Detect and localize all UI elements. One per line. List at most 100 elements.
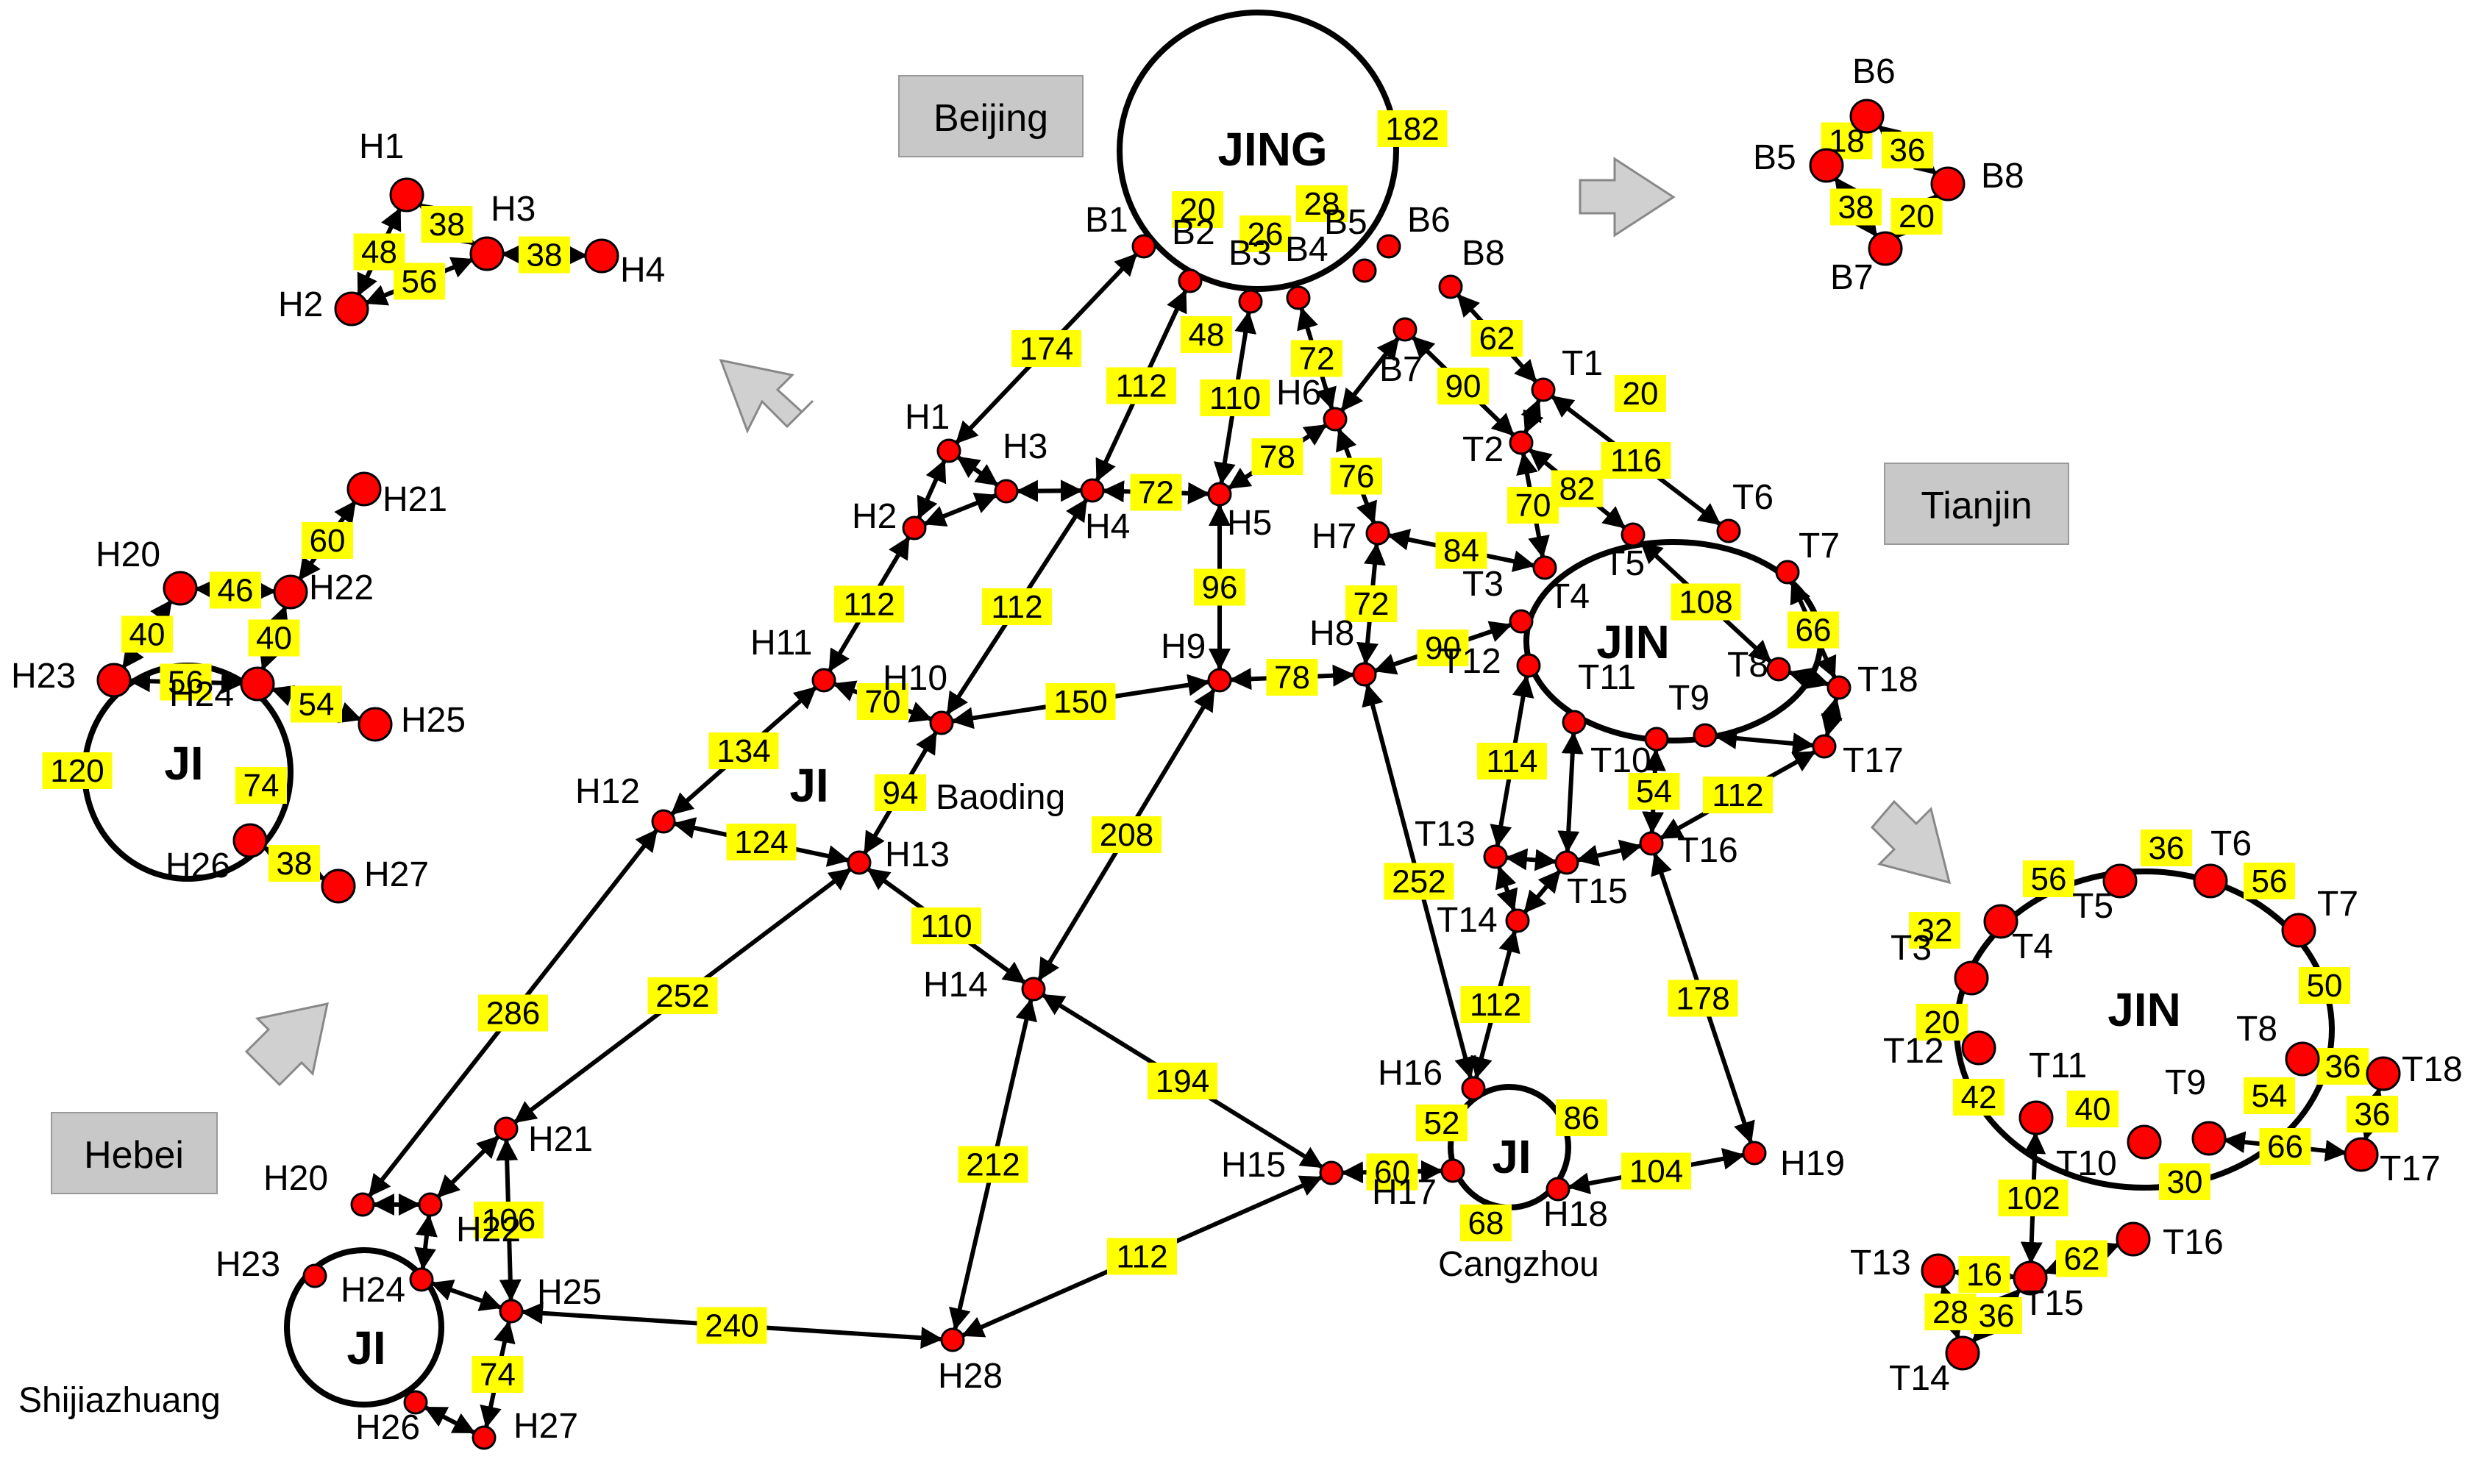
node-circle-iH4 xyxy=(584,238,619,274)
node-T4: T4 xyxy=(1532,555,1590,616)
node-label-iH27: H27 xyxy=(364,855,429,894)
node-label-H26: H26 xyxy=(355,1408,420,1447)
node-circle-iH20 xyxy=(163,571,198,606)
loop-weight-iT3T12-text: 20 xyxy=(1924,1005,1960,1041)
edge-weight-T16-H19: 178 xyxy=(1668,980,1738,1017)
node-label-H22: H22 xyxy=(456,1210,521,1249)
edge-weight-iH23-iH24-text: 56 xyxy=(168,665,204,701)
loop-weight-iT9T8-text: 54 xyxy=(2252,1078,2288,1114)
region-label-tianjin: Tianjin xyxy=(1921,485,2032,527)
loop-weight-H24H26-bg xyxy=(235,767,287,804)
edge-weight-H13-H21: 252 xyxy=(647,977,718,1014)
node-circle-iB7 xyxy=(1868,231,1903,266)
loop-weight-B2B3: 48 xyxy=(1181,316,1232,353)
edge-weight-iT18-iT17: 36 xyxy=(2347,1096,2398,1132)
edge-weight-B7-T2-text: 90 xyxy=(1445,368,1481,404)
node-circle-H17 xyxy=(1440,1158,1465,1183)
region-label-hebei: Hebei xyxy=(84,1134,184,1177)
node-circle-H22 xyxy=(418,1192,443,1217)
edge-weight-H28-H15-text: 112 xyxy=(1116,1239,1167,1275)
node-H15: H15 xyxy=(1221,1146,1344,1185)
edge-weight-H5-H6-text: 78 xyxy=(1259,439,1295,475)
edge-weight-H4-H10-bg xyxy=(982,588,1052,625)
node-circle-B4 xyxy=(1286,285,1311,310)
node-label-B6: B6 xyxy=(1407,201,1451,240)
node-iB6: B6 xyxy=(1849,52,1896,134)
node-iT9: T9 xyxy=(2165,1063,2227,1156)
edge-weight-H21-H25: 106 xyxy=(474,1202,544,1238)
node-label-T16: T16 xyxy=(1677,831,1738,870)
loop-weight-B8T1-bg xyxy=(1615,375,1666,412)
node-label-H28: H28 xyxy=(938,1357,1003,1396)
edge-H22-H21 xyxy=(437,1135,499,1198)
edge-weight-T2-T4: 70 xyxy=(1507,487,1559,524)
edge-weight-B3-H5: 110 xyxy=(1200,379,1270,416)
node-circle-iH22 xyxy=(273,574,308,610)
node-circle-iT8 xyxy=(2285,1041,2320,1077)
edge-weight-H12-H13: 124 xyxy=(726,824,797,860)
node-iT5: T5 xyxy=(2072,863,2138,926)
edge-weight-T7-T18-text: 66 xyxy=(1796,613,1832,649)
node-label-H17: H17 xyxy=(1372,1173,1437,1212)
edge-weight-iH24-iH25: 54 xyxy=(291,685,342,723)
edge-weight-H18-H19: 104 xyxy=(1621,1152,1691,1190)
edge-weight-B1-H1-bg xyxy=(1011,330,1081,367)
node-circle-T8 xyxy=(1766,657,1791,682)
region-box-tianjin xyxy=(1884,463,2069,545)
node-H17: H17 xyxy=(1372,1158,1465,1212)
edge-T13-T14 xyxy=(1495,866,1518,912)
node-H6: H6 xyxy=(1276,374,1348,432)
ji-sjz-loop xyxy=(284,1247,444,1408)
edge-weight-H11-H12-text: 134 xyxy=(716,733,770,769)
edge-weight-H4-H5: 72 xyxy=(1130,474,1182,511)
node-T12: T12 xyxy=(1440,642,1541,681)
edge-weight-iT8-iT18-text: 36 xyxy=(2325,1049,2361,1085)
circle-label-jing: JING xyxy=(1217,123,1327,176)
node-circle-H9 xyxy=(1207,668,1232,693)
node-H22: H22 xyxy=(418,1192,521,1249)
node-label-iH22: H22 xyxy=(309,568,374,607)
edge-weight-B7-T2: 90 xyxy=(1437,368,1489,404)
region-box-hebei xyxy=(51,1112,218,1194)
edge-weight-H4-H5-text: 72 xyxy=(1138,475,1174,511)
edge-weight-T16-T17-text: 112 xyxy=(1712,777,1763,813)
edge-weight-iH22-iH21: 60 xyxy=(302,522,353,559)
node-iT8: T8 xyxy=(2236,1010,2320,1077)
node-H11: H11 xyxy=(750,624,836,693)
edge-weight-H14-H28-text: 212 xyxy=(966,1147,1020,1183)
node-label-iT10: T10 xyxy=(2056,1144,2117,1183)
edge-weight-iH1-iH2-text: 48 xyxy=(361,235,397,271)
edge-weight-H8-H16: 252 xyxy=(1384,863,1454,900)
edge-weight-B4-H6-text: 72 xyxy=(1299,341,1335,377)
edge-weight-T7-T18: 66 xyxy=(1788,611,1839,649)
node-label-iB5: B5 xyxy=(1753,138,1796,177)
node-label-iH3: H3 xyxy=(491,190,536,229)
node-label-H11: H11 xyxy=(750,624,813,663)
node-circle-H3 xyxy=(994,479,1019,504)
node-iB7: B7 xyxy=(1830,231,1903,297)
edge-T18-T17 xyxy=(1821,696,1843,738)
edge-weight-H6-H7: 76 xyxy=(1331,457,1382,495)
node-H9: H9 xyxy=(1161,627,1232,693)
node-circle-iT18 xyxy=(2366,1056,2401,1091)
node-B1: B1 xyxy=(1085,201,1156,259)
edge-weight-iB5-iB7: 38 xyxy=(1830,188,1882,226)
node-label-iT8: T8 xyxy=(2236,1010,2277,1049)
loop-weight-H24H26: 74 xyxy=(235,767,287,804)
edge-weight-iT15-iT16-bg xyxy=(2056,1240,2107,1277)
node-circle-B8 xyxy=(1438,274,1463,299)
node-T7: T7 xyxy=(1775,527,1840,585)
edge-weight-iH20-iH23-text: 40 xyxy=(129,617,166,653)
node-circle-H11 xyxy=(811,668,836,693)
node-circle-iH24 xyxy=(240,666,275,702)
loop-weight-B1B2-bg xyxy=(1172,191,1223,228)
edge-weight-H7-T4-text: 84 xyxy=(1443,533,1479,569)
node-iH21: H21 xyxy=(346,471,447,519)
node-T6: T6 xyxy=(1716,478,1774,543)
node-label-B5: B5 xyxy=(1324,203,1367,242)
node-iT12: T12 xyxy=(1883,1030,1996,1071)
node-label-H24: H24 xyxy=(341,1271,405,1310)
node-label-iT3: T3 xyxy=(1890,929,1932,968)
node-H24: H24 xyxy=(341,1267,434,1310)
node-H3: H3 xyxy=(994,427,1047,504)
